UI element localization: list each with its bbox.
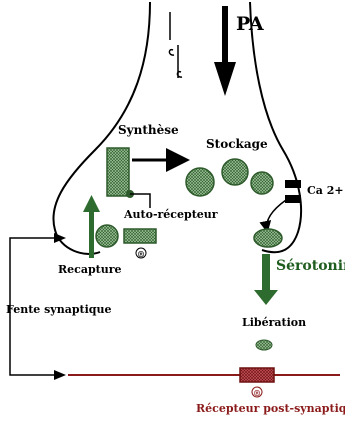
registered-mark-1: ® [137,249,145,259]
calcium-influx-arrow [267,200,286,230]
liberation-label: Libération [242,316,306,329]
axon-marking-icon [169,12,182,78]
postsynaptic-receptor [240,368,274,382]
storage-vesicle [251,172,273,194]
docking-vesicle [254,229,282,247]
recapture-label: Recapture [58,263,122,276]
release-arrow [254,254,278,305]
released-vesicle [256,340,272,350]
stockage-label: Stockage [206,137,268,151]
auto-recepteur-label: Auto-récepteur [123,208,218,221]
synthesis-enzyme-block [107,148,129,196]
action-potential-arrow [214,6,236,96]
recapture-arrow [83,195,100,258]
synthese-label: Synthèse [118,123,179,137]
fente-arrow-bottom-icon [54,370,66,380]
storage-vesicle [186,168,214,196]
autoreceptor [124,229,156,243]
fente-label: Fente synaptique [6,303,111,316]
recapture-transporter [96,225,118,247]
presynaptic-bottom [100,250,262,252]
calcium-label: Ca 2+ [307,184,344,197]
storage-vesicle [222,159,248,185]
serotonine-label: Sérotonine [276,258,345,274]
recepteur-post-label: Récepteur post-synaptique [196,402,345,415]
pa-label: PA [236,13,264,35]
registered-mark-2: ® [253,388,261,398]
